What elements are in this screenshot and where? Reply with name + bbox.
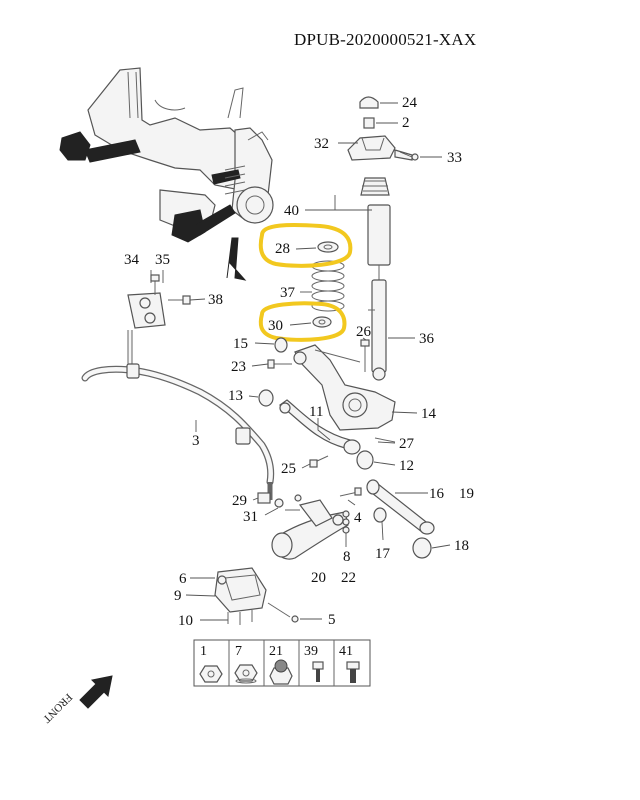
rear-subframe-assembly [59,67,274,243]
bolt-23 [267,359,292,369]
bolt-26 [360,339,370,372]
callout-22: 22 [341,570,356,586]
top-mount-plate [347,135,396,161]
bushing-17 [373,507,387,523]
subframe-coil-spring [224,165,246,195]
top-nut [363,117,375,129]
callout-14: 14 [421,406,437,422]
bushing-18 [412,537,432,559]
shock-dust-boot [367,204,391,266]
upper-spring-seat [317,241,339,253]
callout-15: 15 [233,336,248,352]
leader-lines [150,102,451,621]
callout-32: 32 [314,136,329,152]
stabilizer-link-bracket [127,274,191,329]
callout-27: 27 [399,436,415,452]
callout-5: 5 [328,612,336,628]
shock-lower-eye [372,367,386,381]
callout-20: 20 [311,570,326,586]
callout-34: 34 [124,252,140,268]
lock-nut-icon [269,659,293,685]
shock-absorber [367,204,391,381]
callout-18: 18 [454,538,469,554]
bolt-41-icon [346,661,360,683]
flange-nut-icon [234,664,258,684]
callout-23: 23 [231,359,246,375]
front-arrow-icon [79,675,113,709]
bolt-25 [309,455,329,468]
callout-6: 6 [179,571,187,587]
callout-35: 35 [155,252,170,268]
callout-28: 28 [275,241,290,257]
callout-4: 4 [354,510,362,526]
callout-2: 2 [402,115,410,131]
bushing-29-31 [257,492,302,511]
callout-17: 17 [375,546,391,562]
bushing-13 [258,389,274,407]
front-label: FRONT [40,691,74,725]
legend-label-41: 41 [339,644,353,659]
upper-link-11 [258,389,396,470]
strut-top-mount [347,96,419,196]
callout-8: 8 [343,549,351,565]
link-16 [366,479,435,559]
callout-labels: 24 2 32 33 40 28 37 30 26 36 34 35 38 15… [124,95,474,629]
mounting-bracket [214,567,299,625]
bolt-22-stack [342,510,350,534]
callout-13: 13 [228,388,243,404]
bushing-15 [274,337,288,353]
dust-cap [359,96,379,109]
callout-12: 12 [399,458,414,474]
callout-30: 30 [268,318,283,334]
callout-31: 31 [243,509,258,525]
callout-33: 33 [447,150,462,166]
bolt-4 [339,487,362,497]
callout-19: 19 [459,486,474,502]
callout-11: 11 [309,404,323,420]
lower-arm-20 [271,499,349,560]
highlight-ring-30 [258,301,347,342]
highlight-ring-28 [258,223,353,268]
legend-label-7: 7 [235,644,242,659]
callout-16: 16 [429,486,445,502]
callout-40: 40 [284,203,299,219]
callout-24: 24 [402,95,418,111]
front-direction-arrow-large [226,237,247,281]
callout-10: 10 [178,613,193,629]
lower-control-arm [293,344,396,431]
fastener-legend: 1 7 21 39 41 [193,639,371,687]
callout-9: 9 [174,588,182,604]
callout-26: 26 [356,324,372,340]
callout-29: 29 [232,493,247,509]
callout-25: 25 [281,461,296,477]
hex-nut-icon [199,665,223,683]
callout-38: 38 [208,292,223,308]
callout-37: 37 [280,285,296,301]
callout-3: 3 [192,433,200,449]
callout-36: 36 [419,331,435,347]
diagram-reference-code: DPUB-2020000521-XAX [294,30,477,49]
bushing-12 [356,450,374,470]
shock-body [371,279,387,373]
coil-spring [311,260,345,312]
mount-stud [394,149,413,161]
front-indicator: FRONT [40,675,113,725]
lower-spring-seat [312,316,332,328]
legend-label-39: 39 [304,644,318,659]
legend-label-21: 21 [269,644,283,659]
legend-label-1: 1 [200,644,207,659]
stabilizer-bar [81,330,275,500]
bolt-39-icon [312,661,324,682]
